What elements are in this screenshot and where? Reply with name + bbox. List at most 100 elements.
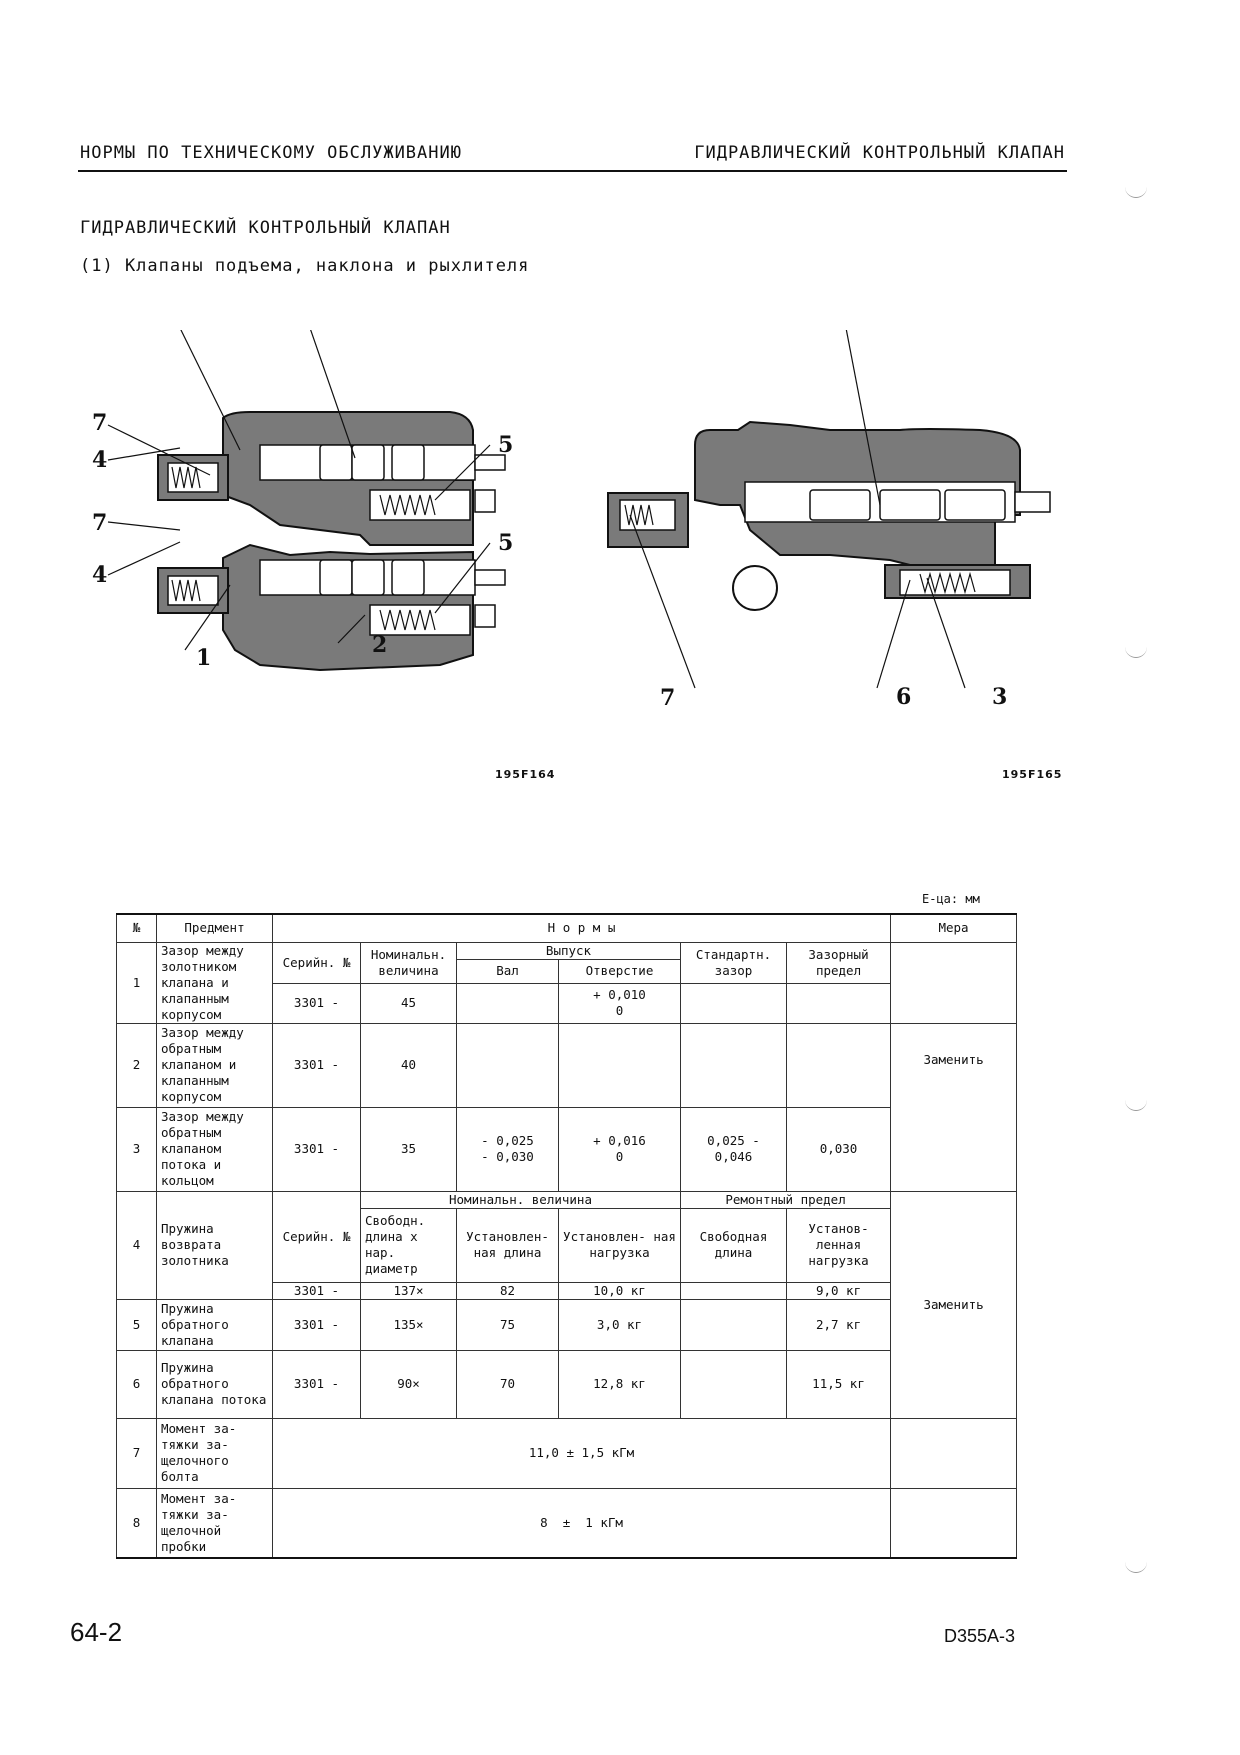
- row4-item: Пружина возврата золотника: [156, 1190, 273, 1300]
- row5-item: Пружина обратного клапана: [156, 1298, 273, 1351]
- valve-diagram-left: 1 2 7 4 5 7 4 5 1 2: [92, 330, 513, 672]
- row8-value: 8 ± 1 кГм: [271, 1487, 892, 1559]
- row4-load2: 9,0 кг: [785, 1281, 892, 1300]
- row1-num: 1: [116, 941, 157, 1024]
- row4-num: 4: [116, 1190, 157, 1300]
- unit-label: Е-ца: мм: [922, 892, 980, 906]
- row1-shaft: [456, 982, 559, 1024]
- row8-num: 8: [116, 1487, 157, 1559]
- callout-4b: 4: [92, 562, 107, 588]
- section-title: ГИДРАВЛИЧЕСКИЙ КОНТРОЛЬНЫЙ КЛАПАН: [80, 218, 451, 238]
- row4-free: 137×: [360, 1281, 457, 1300]
- spring-col-serial: Серийн. №: [272, 1190, 361, 1283]
- row6-load2: 11,5 кг: [785, 1349, 892, 1419]
- callout-r3: 3: [992, 684, 1007, 710]
- header-left: НОРМЫ ПО ТЕХНИЧЕСКОМУ ОБСЛУЖИВАНИЮ: [80, 143, 462, 163]
- col-limit: Зазорный предел: [785, 941, 892, 984]
- spring-col-inst-len: Установлен- ная длина: [456, 1207, 559, 1283]
- row3-num: 3: [116, 1106, 157, 1192]
- binder-mark: [1125, 185, 1147, 198]
- row3-limit: 0,030: [785, 1106, 892, 1192]
- row5-serial: 3301 -: [272, 1298, 361, 1351]
- callout-1b: 1: [196, 645, 211, 671]
- row7-item: Момент за- тяжки за- щелочного болта: [156, 1417, 273, 1489]
- figure-code-left: 195F164: [495, 768, 556, 781]
- callout-r6: 6: [896, 684, 911, 710]
- measure-blank: [890, 941, 1018, 1024]
- binder-mark: [1125, 645, 1147, 658]
- col-output: Выпуск: [456, 941, 681, 961]
- row6-free: 90×: [360, 1349, 457, 1419]
- spring-col-inst-load2: Установ- ленная нагрузка: [785, 1207, 892, 1283]
- callout-5: 5: [498, 432, 513, 458]
- valve-diagram-right: 1 7 6 3: [607, 330, 1051, 711]
- header-rule: [78, 170, 1067, 172]
- col-serial: Серийн. №: [272, 941, 361, 984]
- callout-2b: 2: [372, 632, 387, 658]
- row7-num: 7: [116, 1417, 157, 1489]
- row5-inst-load: 3,0 кг: [558, 1298, 681, 1351]
- col-shaft: Вал: [456, 959, 559, 984]
- row1-limit: [785, 982, 892, 1024]
- row4-serial: 3301 -: [272, 1281, 361, 1300]
- row5-load2: 2,7 кг: [785, 1298, 892, 1351]
- row4-inst-len: 82: [456, 1281, 559, 1300]
- row3-std: 0,025 - 0,046: [680, 1106, 787, 1192]
- col-hole: Отверстие: [558, 959, 681, 984]
- row1-nominal: 45: [360, 982, 457, 1024]
- row1-serial: 3301 -: [272, 982, 361, 1024]
- section-subtitle: (1) Клапаны подъема, наклона и рыхлителя: [80, 256, 530, 276]
- col-item: Предмент: [156, 913, 273, 943]
- figure-code-right: 195F165: [1002, 768, 1063, 781]
- row4-free2: [680, 1281, 787, 1300]
- row7-measure: [890, 1417, 1018, 1489]
- callout-5b: 5: [498, 530, 513, 556]
- callout-7b: 7: [92, 510, 107, 536]
- spec-table: № Предмент Н о р м ы Мера 1 Зазор между …: [116, 913, 1018, 1559]
- row3-hole: + 0,016 0: [558, 1106, 681, 1192]
- row2-num: 2: [116, 1022, 157, 1108]
- row1-item: Зазор между золотником клапана и клапанн…: [156, 941, 273, 1024]
- spring-col-free-len2: Свободная длина: [680, 1207, 787, 1283]
- row2-limit: [785, 1022, 892, 1108]
- row5-inst-len: 75: [456, 1298, 559, 1351]
- row6-free2: [680, 1349, 787, 1419]
- page-number: 64-2: [70, 1617, 123, 1647]
- row6-serial: 3301 -: [272, 1349, 361, 1419]
- row8-item: Момент за- тяжки за- щелочной пробки: [156, 1487, 273, 1559]
- col-measure: Мера: [890, 913, 1018, 943]
- row2-item: Зазор между обратным клапаном и клапанны…: [156, 1022, 273, 1108]
- row1-std: [680, 982, 787, 1024]
- spring-col-repair: Ремонтный предел: [679, 1190, 892, 1209]
- row5-free2: [680, 1298, 787, 1351]
- row4-inst-load: 10,0 кг: [558, 1281, 681, 1300]
- row2-hole: [558, 1022, 681, 1108]
- row6-inst-load: 12,8 кг: [558, 1349, 681, 1419]
- binder-mark: [1125, 1560, 1147, 1573]
- replace-label-2: Заменить: [890, 1190, 1018, 1419]
- row3-nominal: 35: [360, 1106, 457, 1192]
- row1-hole: + 0,010 0: [558, 982, 681, 1024]
- model-code: D355A-3: [944, 1626, 1016, 1646]
- row6-num: 6: [116, 1349, 157, 1419]
- spring-col-free-len: Свободн. длина х нар. диаметр: [360, 1207, 457, 1283]
- binder-mark: [1125, 1098, 1147, 1111]
- header-right: ГИДРАВЛИЧЕСКИЙ КОНТРОЛЬНЫЙ КЛАПАН: [694, 143, 1065, 163]
- replace-label-1: Заменить: [890, 1022, 1018, 1192]
- callout-4: 4: [92, 447, 107, 473]
- row8-measure: [890, 1487, 1018, 1559]
- row2-shaft: [456, 1022, 559, 1108]
- callout-r7: 7: [660, 685, 675, 711]
- row5-num: 5: [116, 1298, 157, 1351]
- row2-std: [680, 1022, 787, 1108]
- spring-col-nominal: Номинальн. величина: [360, 1190, 681, 1209]
- col-norms: Н о р м ы: [271, 913, 892, 943]
- callout-7: 7: [92, 410, 107, 436]
- col-nominal: Номинальн. величина: [360, 941, 457, 984]
- row6-inst-len: 70: [456, 1349, 559, 1419]
- row3-shaft: - 0,025 - 0,030: [456, 1106, 559, 1192]
- col-num: №: [116, 913, 157, 943]
- row6-item: Пружина обратного клапана потока: [156, 1349, 273, 1419]
- row5-free: 135×: [360, 1298, 457, 1351]
- row3-item: Зазор между обратным клапаном потока и к…: [156, 1106, 273, 1192]
